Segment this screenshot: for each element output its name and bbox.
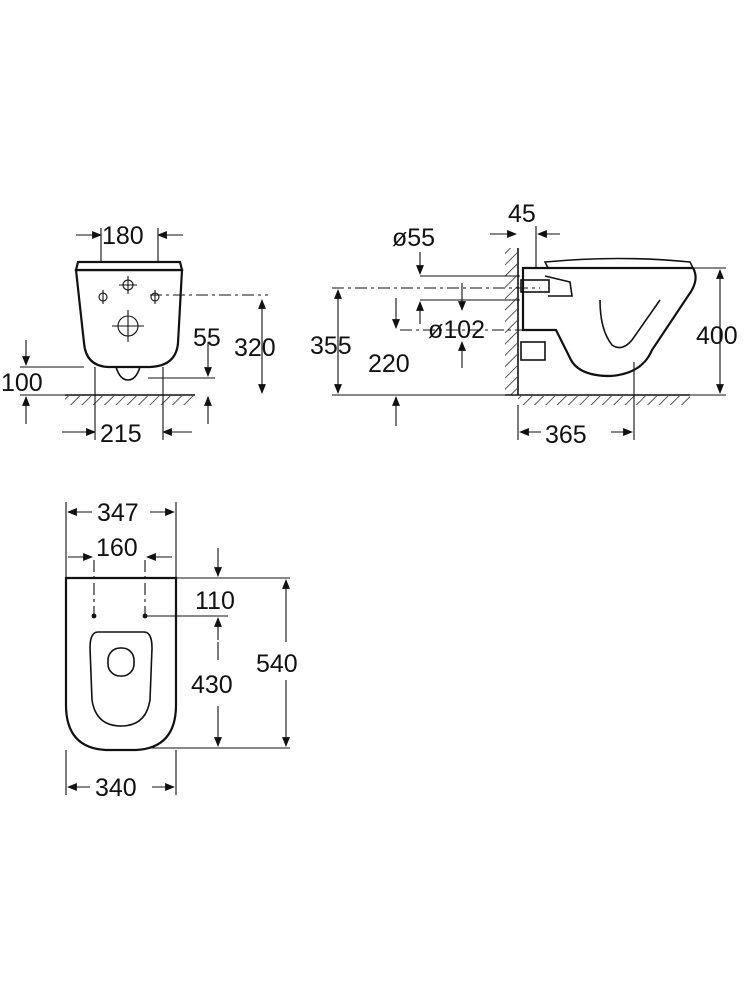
front-bottom-width-label: 215: [100, 420, 142, 448]
top-length-430-label: 430: [191, 671, 233, 699]
side-offset-45-label: 45: [508, 200, 536, 228]
front-view: 180 215 320 55 100: [1, 222, 276, 448]
side-view: 45 ø55 ø102 355 220 400 365: [310, 200, 738, 449]
front-top-width-label: 180: [102, 222, 144, 250]
top-offset-110-label: 110: [195, 587, 235, 615]
top-outer-width-label: 347: [97, 499, 139, 527]
side-height-220-label: 220: [368, 350, 410, 378]
front-height-55-label: 55: [193, 324, 221, 352]
side-pipe-diameter-label: ø55: [392, 224, 435, 252]
top-bottom-width-label: 340: [95, 774, 137, 802]
side-depth-365-label: 365: [545, 421, 587, 449]
top-toilet-body: [64, 576, 178, 752]
side-height-400-label: 400: [696, 322, 738, 350]
front-height-100-label: 100: [1, 369, 43, 397]
top-length-540-label: 540: [256, 650, 298, 678]
side-height-355-label: 355: [310, 332, 352, 360]
side-outlet-diameter-label: ø102: [428, 316, 485, 344]
front-height-320-label: 320: [234, 334, 276, 362]
top-bolt-spacing-label: 160: [96, 534, 138, 562]
side-toilet-body: [521, 266, 697, 378]
top-view: 347 160 340 110 430 540: [64, 499, 298, 802]
